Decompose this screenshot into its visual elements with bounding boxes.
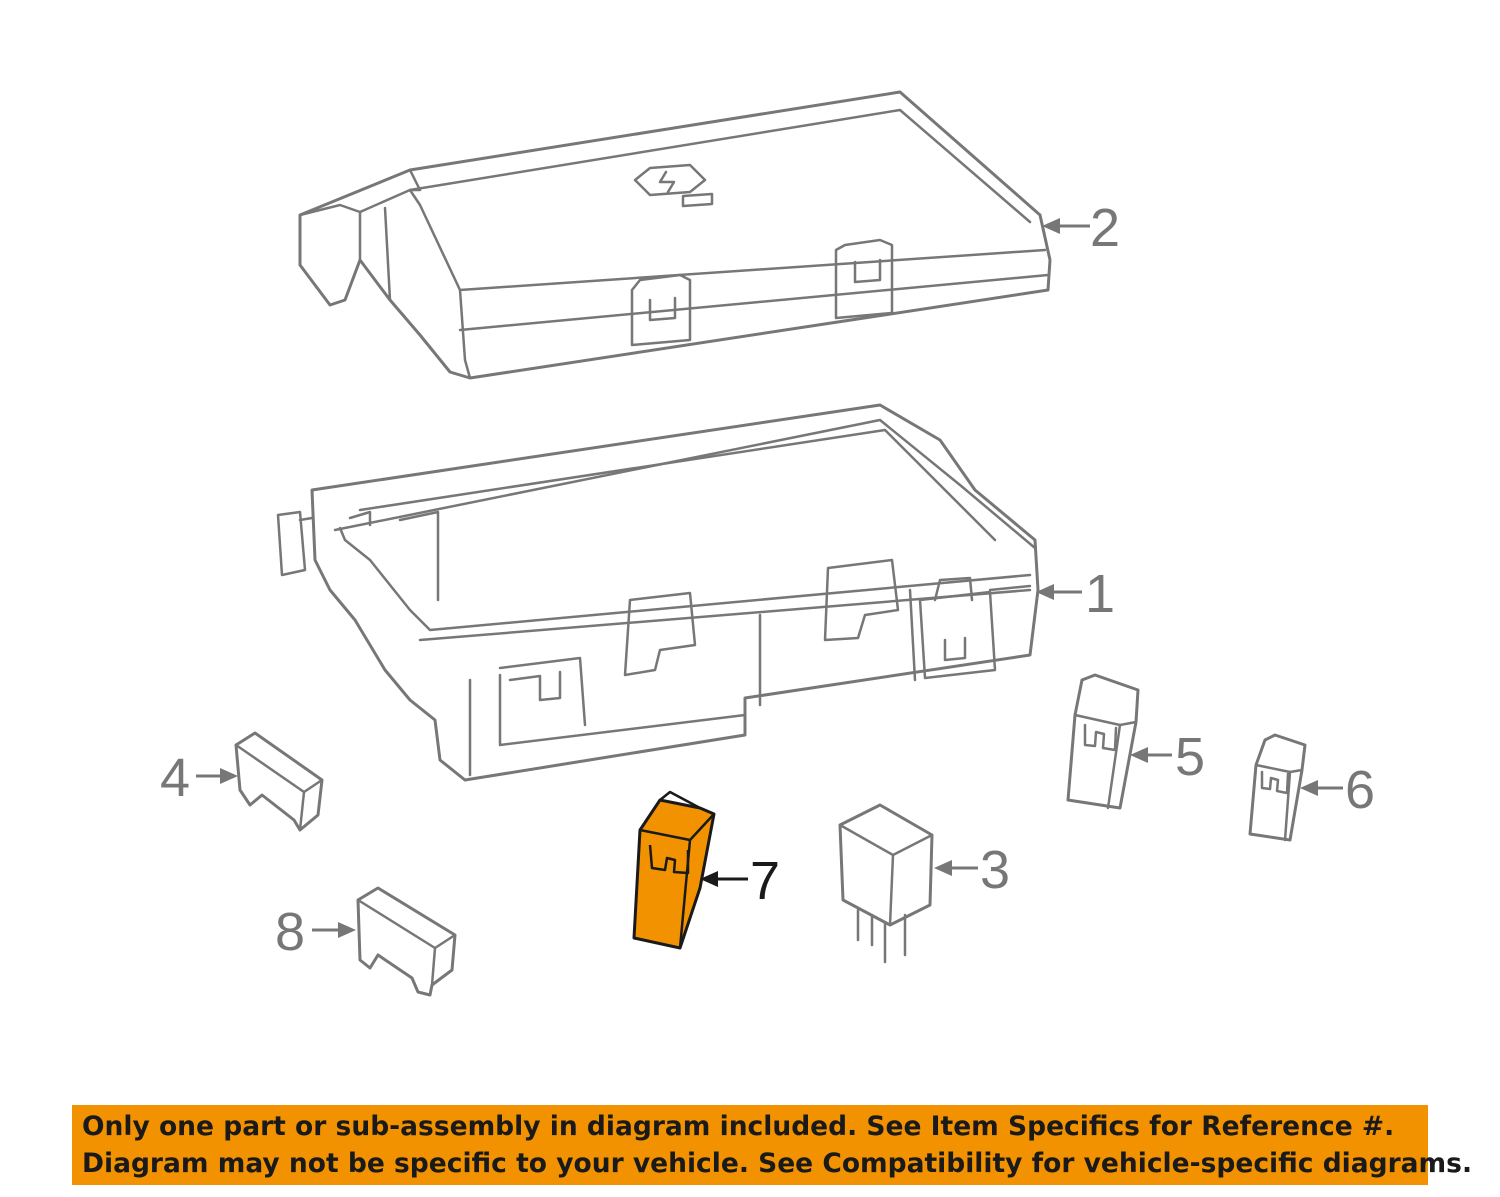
svg-text:8: 8 xyxy=(275,902,305,962)
callout-4: 4 xyxy=(160,748,238,808)
parts-diagram: 2 1 4 5 6 3 7 8 xyxy=(160,90,1375,997)
part-1-base xyxy=(276,403,1040,782)
svg-text:1: 1 xyxy=(1085,564,1115,624)
disclaimer-line-2: Diagram may not be specific to your vehi… xyxy=(82,1148,1473,1179)
callout-3: 3 xyxy=(934,840,1010,900)
disclaimer-banner: Only one part or sub-assembly in diagram… xyxy=(72,1105,1473,1185)
part-4-fuse xyxy=(234,731,324,832)
part-6-fuse xyxy=(1248,733,1307,842)
svg-text:4: 4 xyxy=(160,748,190,808)
svg-text:5: 5 xyxy=(1175,727,1205,787)
part-7-fuse-highlighted xyxy=(632,790,716,950)
svg-text:2: 2 xyxy=(1090,198,1120,258)
callout-5: 5 xyxy=(1130,727,1205,787)
part-2-cover xyxy=(298,90,1052,380)
svg-text:7: 7 xyxy=(750,851,780,911)
svg-text:6: 6 xyxy=(1345,760,1375,820)
part-3-relay xyxy=(838,803,934,964)
callout-1: 1 xyxy=(1036,564,1115,624)
part-8-fuse xyxy=(356,886,457,997)
callout-7: 7 xyxy=(700,851,780,911)
svg-text:3: 3 xyxy=(980,840,1010,900)
disclaimer-line-1: Only one part or sub-assembly in diagram… xyxy=(82,1111,1395,1142)
callout-8: 8 xyxy=(275,902,356,962)
part-5-fuse xyxy=(1066,673,1140,810)
callout-2: 2 xyxy=(1042,198,1120,258)
callout-6: 6 xyxy=(1300,760,1375,820)
